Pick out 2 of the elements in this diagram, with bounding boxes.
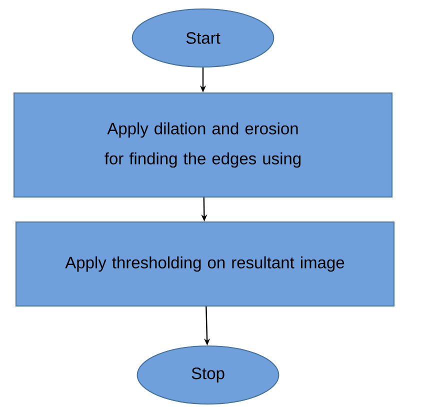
process-box: Apply dilation and erosion for finding the edges using: [14, 92, 392, 198]
process-box: Apply thresholding on resultant image: [16, 222, 394, 306]
